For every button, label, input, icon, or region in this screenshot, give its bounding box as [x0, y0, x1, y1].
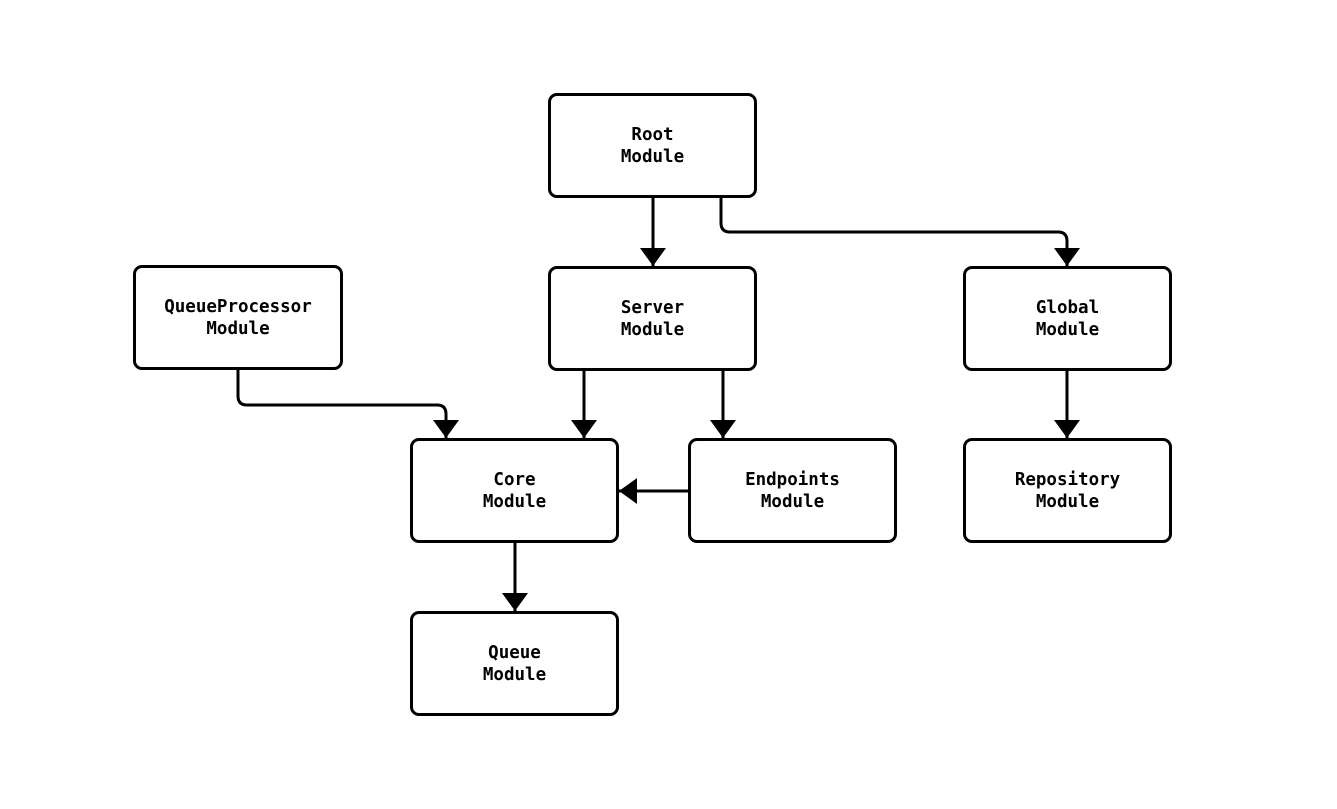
edge-root-to-global	[719, 198, 1080, 266]
node-label-line: Module	[1035, 491, 1100, 512]
node-label-line: Module	[482, 664, 547, 685]
node-label-line: Module	[620, 319, 685, 340]
node-label-line: Module	[620, 146, 685, 167]
node-label-line: Module	[206, 318, 270, 339]
node-label-line: Repository	[1014, 469, 1121, 490]
node-label-line: Module	[760, 491, 825, 512]
node-label-line: Endpoints	[745, 469, 840, 490]
node-label-line: Module	[482, 491, 547, 512]
node-label-line: Root	[631, 124, 674, 145]
node-label-line: Queue	[488, 642, 541, 663]
node-label-line: Module	[1035, 319, 1100, 340]
node-label-line: QueueProcessor	[164, 296, 312, 317]
node-label-line: Server	[620, 297, 685, 318]
edge-queueprocessor-to-core	[236, 370, 459, 438]
node-label-line: Core	[493, 469, 536, 490]
node-label-line: Global	[1035, 297, 1100, 318]
